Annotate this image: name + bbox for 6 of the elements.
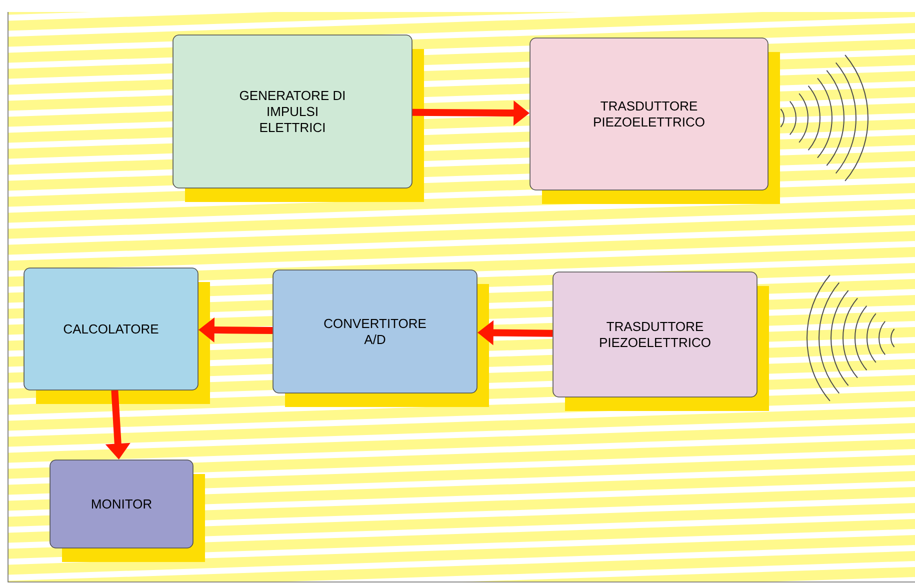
process-box: TRASDUTTORE PIEZOELETTRICO	[530, 38, 780, 204]
process-box: TRASDUTTORE PIEZOELETTRICO	[552, 272, 769, 411]
process-box: CONVERTITORE A/D	[272, 270, 489, 407]
process-box: MONITOR	[50, 460, 205, 562]
process-box: CALCOLATORE	[24, 268, 210, 404]
process-box: GENERATORE DI IMPULSI ELETTRICI	[172, 34, 424, 202]
